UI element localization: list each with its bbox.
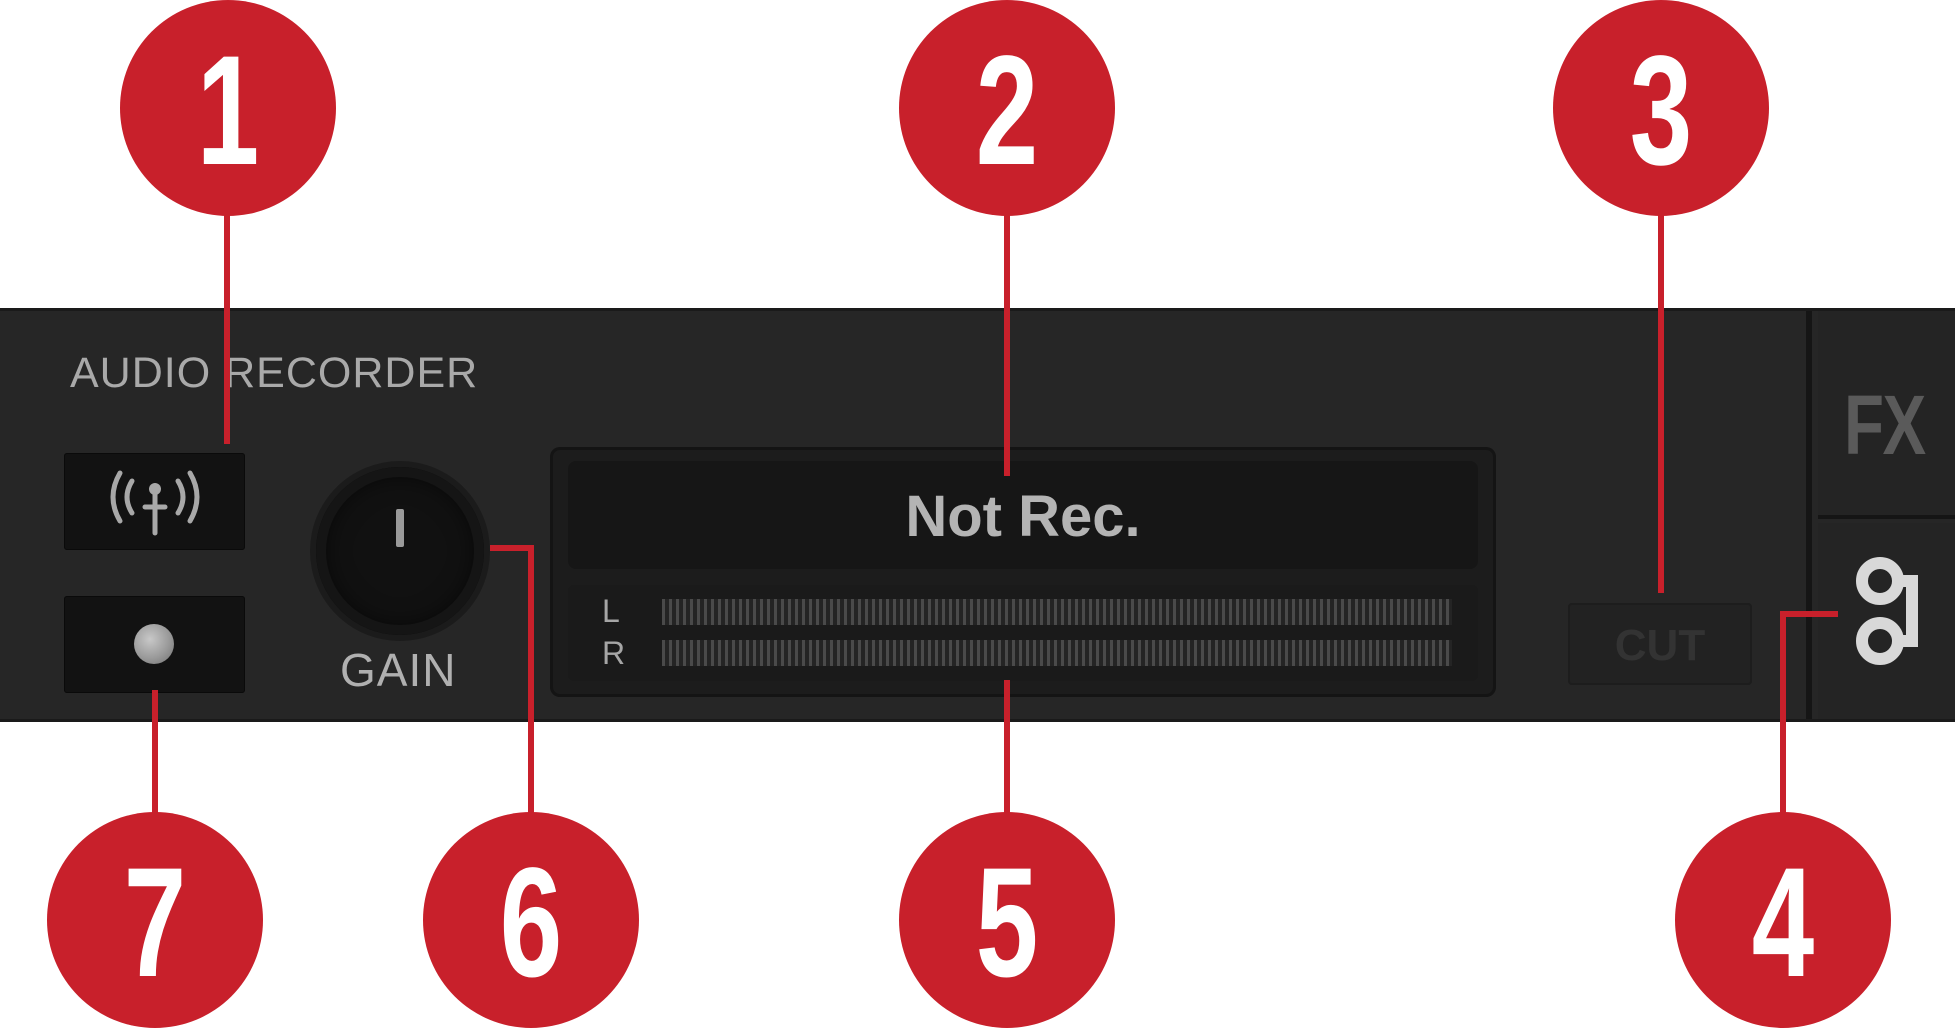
leader-line-5 xyxy=(1004,680,1010,830)
recorder-display: Not Rec. L R xyxy=(550,447,1496,697)
gain-knob[interactable] xyxy=(316,467,484,635)
gain-label: GAIN xyxy=(340,644,457,696)
leader-line-1 xyxy=(224,200,230,444)
leader-line-2 xyxy=(1004,200,1010,476)
leader-line-6a xyxy=(490,545,534,551)
callout-5: 5 xyxy=(899,812,1115,1028)
panel-title: AUDIO RECORDER xyxy=(70,349,479,397)
record-dot-icon xyxy=(134,624,174,664)
meter-right-label: R xyxy=(602,635,626,671)
callout-6: 6 xyxy=(423,812,639,1028)
fx-tab[interactable]: FX xyxy=(1818,311,1955,519)
record-state-text: Not Rec. xyxy=(905,484,1141,549)
record-state-display: Not Rec. xyxy=(568,461,1478,569)
leader-line-4a xyxy=(1780,611,1786,831)
cut-button[interactable]: CUT xyxy=(1568,603,1752,685)
callout-4: 4 xyxy=(1675,812,1891,1028)
knob-pointer xyxy=(396,509,404,547)
fx-tab-label: FX xyxy=(1844,378,1926,472)
meter-right-bar xyxy=(662,640,1452,666)
leader-line-3 xyxy=(1658,200,1664,593)
meter-left-label: L xyxy=(602,593,620,629)
callout-7: 7 xyxy=(47,812,263,1028)
chain-link-icon xyxy=(1856,557,1918,665)
callout-3: 3 xyxy=(1553,0,1769,216)
broadcast-antenna-icon xyxy=(110,470,200,536)
cut-button-label: CUT xyxy=(1614,621,1706,670)
side-divider xyxy=(1806,311,1812,719)
audio-recorder-panel: AUDIO RECORDER GAIN xyxy=(0,308,1955,722)
leader-line-7 xyxy=(152,690,158,830)
leader-line-4b xyxy=(1780,611,1838,617)
level-meter: L R xyxy=(568,585,1478,681)
leader-line-6b xyxy=(528,545,534,831)
meter-left-bar xyxy=(662,599,1452,625)
callout-1: 1 xyxy=(120,0,336,216)
record-button[interactable] xyxy=(64,596,245,693)
broadcast-button[interactable] xyxy=(64,453,245,550)
link-tab[interactable] xyxy=(1818,523,1955,719)
callout-2: 2 xyxy=(899,0,1115,216)
